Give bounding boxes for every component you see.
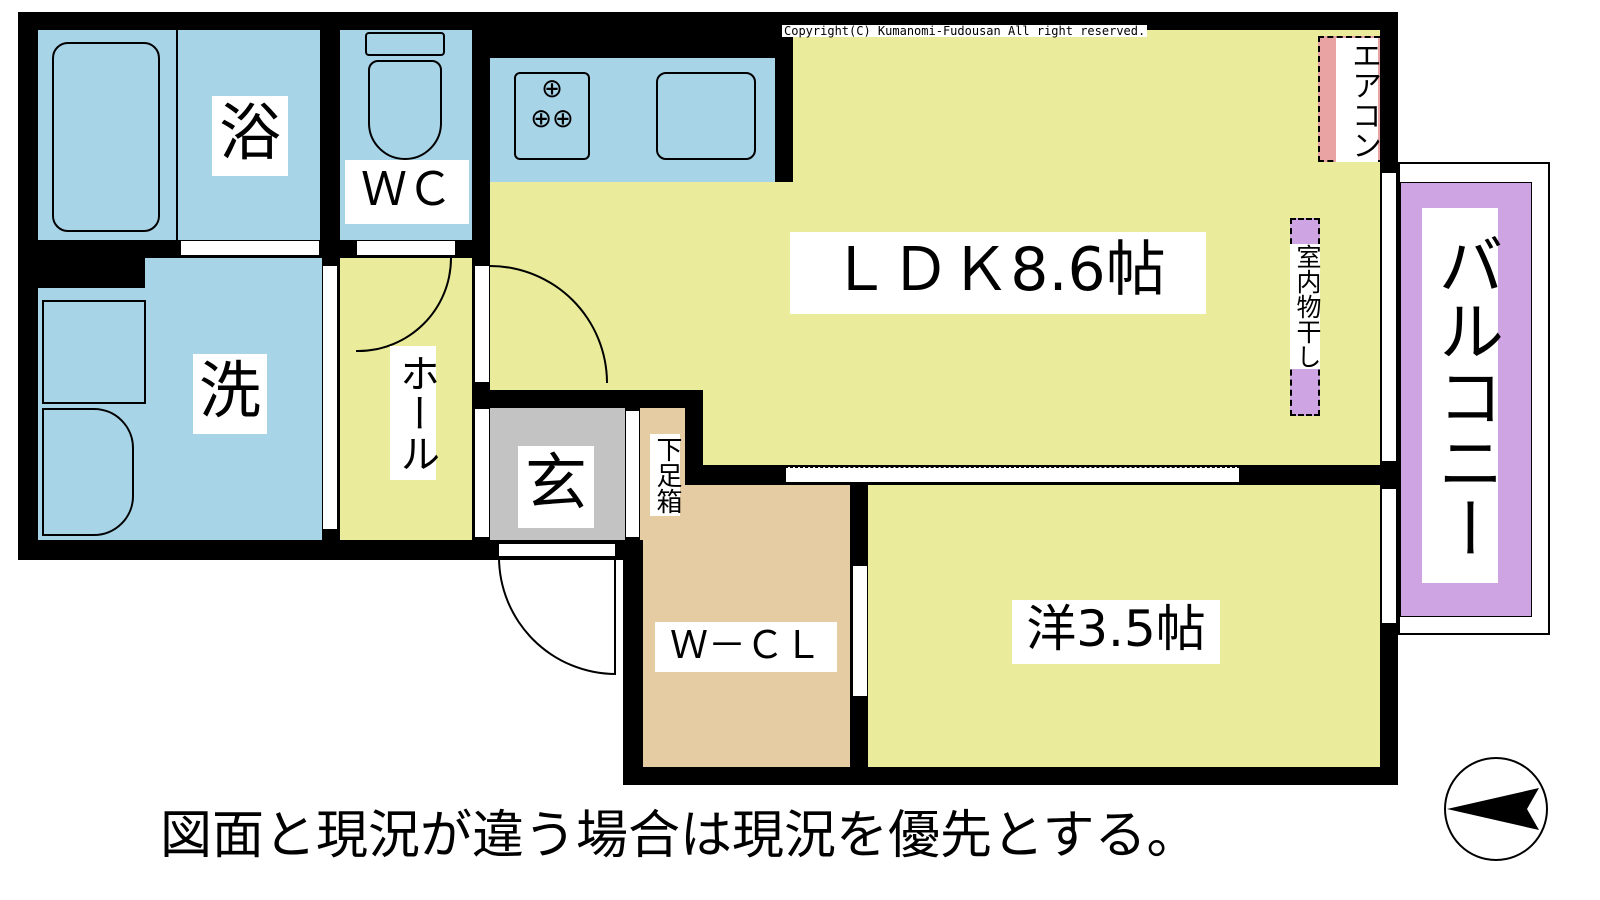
hall-label: ホール [390, 346, 439, 480]
wall [176, 30, 178, 240]
bath-label: 浴 [212, 96, 288, 176]
ldk-room [703, 390, 1380, 465]
front-door-swing [498, 557, 616, 675]
closet-door[interactable] [852, 565, 868, 697]
ldk-sliding-door[interactable] [785, 467, 1240, 483]
wcl-label: Ｗ－ＣＬ [655, 622, 837, 672]
window[interactable] [1381, 172, 1397, 462]
wash-label: 洗 [193, 354, 267, 434]
bathtub [52, 42, 160, 232]
bath-door[interactable] [180, 240, 320, 256]
western-room-label: 洋3.5帖 [1012, 600, 1220, 664]
stove-icon: ⊕⊕⊕ [514, 72, 590, 160]
wall [472, 30, 793, 58]
copyright: Copyright(C) Kumanomi-Fudousan All right… [782, 24, 1148, 38]
balcony-label: バルコニー [1422, 208, 1504, 583]
sink-icon [656, 72, 756, 160]
toilet-bowl [368, 60, 442, 160]
toilet-icon [365, 32, 445, 56]
shoebox-door[interactable] [625, 410, 640, 538]
aircon-label: エアコン [1336, 38, 1381, 162]
wash-room [38, 288, 322, 540]
ldk-label: ＬＤＫ8.6帖 [790, 232, 1206, 314]
kitchen [490, 58, 775, 182]
wc-door[interactable] [356, 240, 456, 256]
wash-sliding-door[interactable] [322, 265, 338, 530]
entrance-step [474, 408, 490, 538]
indoor-drying-label: 室内物干し [1290, 244, 1322, 369]
ldk-door[interactable] [474, 265, 490, 383]
wc-label: ＷＣ [345, 160, 469, 224]
disclaimer: 図面と現況が違う場合は現況を優先とする。 [160, 806, 1199, 866]
sink-icon [42, 408, 134, 536]
north-arrow-icon [1444, 757, 1548, 861]
front-door[interactable] [498, 543, 616, 557]
entrance-label: 玄 [518, 446, 594, 528]
washer-icon [42, 300, 146, 404]
window[interactable] [1381, 488, 1397, 624]
shoe-box-label: 下足箱 [650, 434, 682, 516]
